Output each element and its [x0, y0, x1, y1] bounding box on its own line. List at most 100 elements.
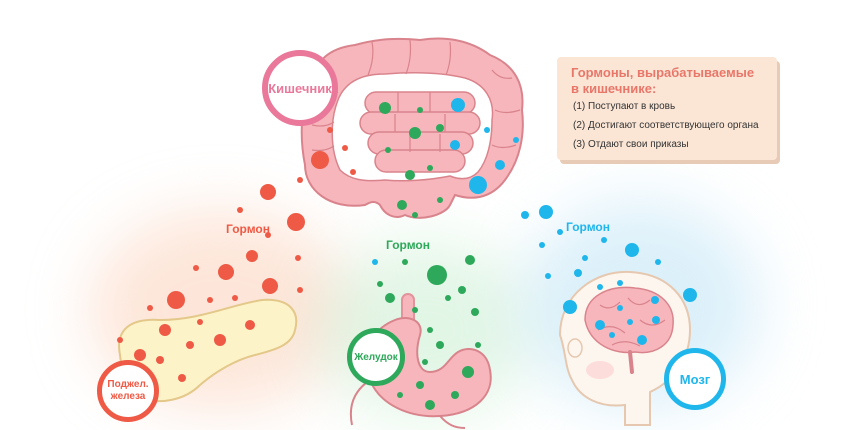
stomach-badge: Желудок: [347, 328, 405, 386]
green-hormone-dot: [475, 342, 481, 348]
green-hormone-dot: [379, 102, 391, 114]
pancreas-label-line1: Поджел.: [107, 379, 149, 390]
green-hormone-dot: [412, 307, 418, 313]
info-item-1: (1) Поступают в кровь: [573, 101, 676, 112]
blue-hormone-dot: [450, 140, 460, 150]
red-hormone-dot: [117, 337, 123, 343]
brain-label: Мозг: [679, 371, 711, 387]
blue-hormone-dot: [651, 296, 659, 304]
red-hormone-dot: [297, 177, 303, 183]
blue-hormone-dot: [617, 280, 623, 286]
green-hormone-dot: [417, 107, 423, 113]
brain-hormone-dots: [372, 98, 697, 345]
intestine-folds: [311, 39, 521, 152]
blue-hormone-dot: [469, 176, 487, 194]
blue-hormone-dot: [595, 320, 605, 330]
hormone-label-right: Гормон: [566, 220, 611, 234]
pancreas-label-line2: железа: [110, 391, 146, 402]
green-hormone-dot: [397, 200, 407, 210]
intestine-label: Кишечник: [268, 80, 332, 96]
head-brain-illustration: [558, 270, 692, 426]
green-hormone-dot: [397, 392, 403, 398]
blue-hormone-dot: [539, 242, 545, 248]
stomach-label: Желудок: [354, 351, 398, 363]
green-hormone-dot: [436, 341, 444, 349]
blue-hormone-dot: [609, 332, 615, 338]
green-hormone-dot: [427, 327, 433, 333]
red-hormone-dot: [232, 295, 238, 301]
info-box: Гормоны, вырабатываемые в кишечнике: (1)…: [557, 57, 777, 160]
blue-hormone-dot: [451, 98, 465, 112]
stomach-hormone-dots: [377, 102, 481, 410]
red-hormone-dot: [350, 169, 356, 175]
green-hormone-dot: [427, 165, 433, 171]
green-hormone-dot: [437, 197, 443, 203]
blue-hormone-dot: [637, 335, 647, 345]
green-hormone-dot: [427, 265, 447, 285]
green-hormone-dot: [402, 259, 408, 265]
info-title-line1: Гормоны, вырабатываемые: [571, 65, 755, 80]
green-hormone-dot: [377, 281, 383, 287]
green-hormone-dot: [385, 293, 395, 303]
red-hormone-dot: [237, 207, 243, 213]
brain-badge: Мозг: [664, 348, 726, 410]
blue-hormone-dot: [539, 205, 553, 219]
green-hormone-dot: [445, 295, 451, 301]
red-hormone-dot: [265, 232, 271, 238]
blue-hormone-dot: [521, 211, 529, 219]
blue-hormone-dot: [372, 259, 378, 265]
red-hormone-dot: [295, 255, 301, 261]
green-hormone-dot: [409, 127, 421, 139]
red-hormone-dot: [197, 319, 203, 325]
info-item-2: (2) Достигают соответствующего органа: [573, 120, 759, 131]
green-hormone-dot: [412, 212, 418, 218]
green-hormone-dot: [471, 308, 479, 316]
green-hormone-dot: [422, 359, 428, 365]
blue-hormone-dot: [601, 237, 607, 243]
green-hormone-dot: [385, 147, 391, 153]
blue-hormone-dot: [652, 316, 660, 324]
red-hormone-dot: [218, 264, 234, 280]
blue-hormone-dot: [574, 269, 582, 277]
pancreas-hormone-dots: [117, 127, 356, 382]
info-title: Гормоны, вырабатываемые в кишечнике:: [571, 65, 771, 97]
blue-hormone-dot: [683, 288, 697, 302]
red-hormone-dot: [186, 341, 194, 349]
green-hormone-dot: [462, 366, 474, 378]
blue-hormone-dot: [582, 255, 588, 261]
red-hormone-dot: [311, 151, 329, 169]
red-hormone-dot: [297, 287, 303, 293]
info-item-3: (3) Отдают свои приказы: [573, 139, 689, 150]
red-hormone-dot: [327, 127, 333, 133]
blue-hormone-dot: [545, 273, 551, 279]
hormone-label-middle: Гормон: [386, 238, 431, 252]
red-hormone-dot: [245, 320, 255, 330]
red-hormone-dot: [262, 278, 278, 294]
red-hormone-dot: [159, 324, 171, 336]
blue-hormone-dot: [484, 127, 490, 133]
red-hormone-dot: [193, 265, 199, 271]
red-hormone-dot: [178, 374, 186, 382]
red-hormone-dot: [246, 250, 258, 262]
green-hormone-dot: [465, 255, 475, 265]
red-hormone-dot: [134, 349, 146, 361]
red-hormone-dot: [167, 291, 185, 309]
green-hormone-dot: [416, 381, 424, 389]
green-hormone-dot: [425, 400, 435, 410]
intestine-badge: Кишечник: [262, 50, 338, 126]
blue-hormone-dot: [597, 284, 603, 290]
red-hormone-dot: [260, 184, 276, 200]
red-hormone-dot: [287, 213, 305, 231]
green-hormone-dot: [405, 170, 415, 180]
green-hormone-dot: [436, 124, 444, 132]
blue-hormone-dot: [563, 300, 577, 314]
hormone-label-left: Гормон: [226, 222, 271, 236]
blue-hormone-dot: [495, 160, 505, 170]
red-hormone-dot: [207, 297, 213, 303]
blue-hormone-dot: [625, 243, 639, 257]
red-hormone-dot: [342, 145, 348, 151]
blue-hormone-dot: [513, 137, 519, 143]
red-hormone-dot: [147, 305, 153, 311]
